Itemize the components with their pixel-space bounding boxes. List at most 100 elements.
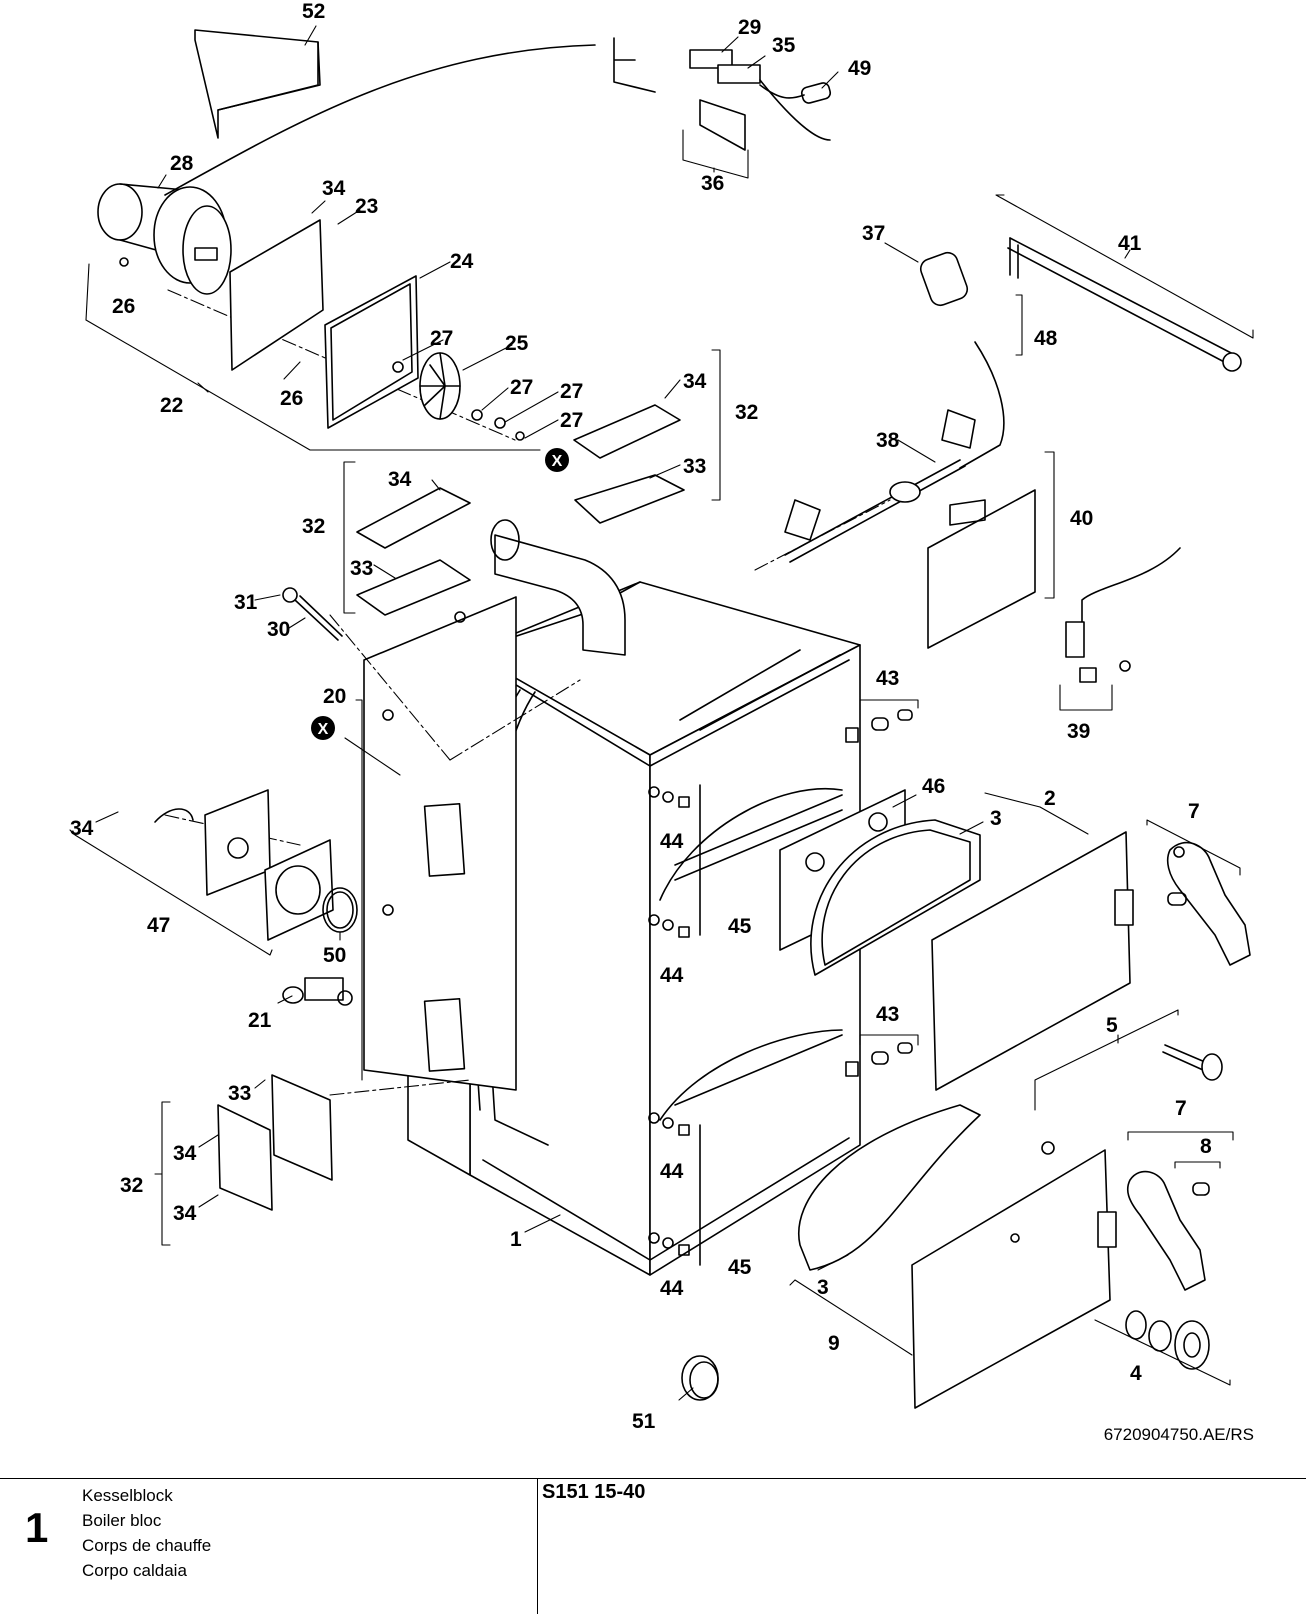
callout-22: 22 <box>160 394 183 417</box>
part-25-fan <box>392 352 525 441</box>
title-list: Kesselblock Boiler bloc Corps de chauffe… <box>82 1483 211 1583</box>
callout-44: 44 <box>660 1277 684 1300</box>
callout-52: 52 <box>302 0 325 23</box>
callout-32: 32 <box>302 515 325 538</box>
callout-34: 34 <box>173 1202 197 1225</box>
part-24-gasket <box>324 275 419 429</box>
part-52-cover <box>194 29 321 139</box>
callout-30: 30 <box>267 618 290 641</box>
callout-44: 44 <box>660 830 684 853</box>
x-markers: X X <box>311 448 569 740</box>
callout-34: 34 <box>173 1142 197 1165</box>
callout-46: 46 <box>922 775 945 798</box>
part-21-fitting <box>282 977 353 1006</box>
callout-7: 7 <box>1175 1097 1187 1120</box>
title-de: Kesselblock <box>82 1486 173 1505</box>
part-26-nut <box>119 257 129 267</box>
callout-20: 20 <box>323 685 346 708</box>
part-28-motor <box>97 183 232 295</box>
callout-43: 43 <box>876 1003 899 1026</box>
callout-41: 41 <box>1118 232 1142 255</box>
callout-34: 34 <box>683 370 707 393</box>
part-2-upper-door <box>931 831 1134 1091</box>
part-47-burner-plate <box>154 789 334 941</box>
callout-1: 1 <box>510 1228 522 1251</box>
callout-38: 38 <box>876 429 900 452</box>
callout-31: 31 <box>234 591 258 614</box>
callout-34: 34 <box>388 468 412 491</box>
boiler-body <box>363 519 861 1276</box>
callout-37: 37 <box>862 222 885 245</box>
part-49-ferrite <box>759 82 832 104</box>
exploded-parts-diagram: X X 52 29 35 49 36 28 34 23 24 26 27 25 … <box>69 0 1254 1433</box>
part-30-sensor <box>282 587 343 641</box>
callout-44: 44 <box>660 1160 684 1183</box>
part-29-terminal <box>613 37 831 151</box>
part-23-plate <box>229 219 324 371</box>
part-4-viewport <box>1125 1310 1210 1370</box>
leader-lines <box>69 25 1254 1401</box>
callout-8: 8 <box>1200 1135 1212 1158</box>
callout-36: 36 <box>701 172 724 195</box>
callout-5: 5 <box>1106 1014 1118 1037</box>
callout-47: 47 <box>147 914 170 937</box>
callout-32: 32 <box>120 1174 143 1197</box>
callout-44: 44 <box>660 964 684 987</box>
part-9-lower-door <box>911 1149 1117 1409</box>
model-number: S151 15-40 <box>542 1481 646 1503</box>
callout-35: 35 <box>772 34 796 57</box>
inspection-plates-upper <box>356 404 685 616</box>
callout-27: 27 <box>510 376 533 399</box>
x-marker-label: X <box>318 721 329 738</box>
callout-33: 33 <box>350 557 373 580</box>
callout-26: 26 <box>280 387 303 410</box>
callout-48: 48 <box>1034 327 1058 350</box>
part-3-gasket-upper <box>810 819 981 976</box>
callout-24: 24 <box>450 250 474 273</box>
part-39-switch <box>1065 547 1181 683</box>
callout-39: 39 <box>1067 720 1090 743</box>
callout-25: 25 <box>505 332 529 355</box>
callout-27: 27 <box>430 327 453 350</box>
document-number: 6720904750.AE/RS <box>1103 1425 1254 1444</box>
callout-9: 9 <box>828 1332 840 1355</box>
callout-3: 3 <box>990 807 1002 830</box>
callout-49: 49 <box>848 57 871 80</box>
callout-33: 33 <box>683 455 706 478</box>
callout-27: 27 <box>560 409 583 432</box>
part-44-45-fasteners <box>648 784 701 1266</box>
part-43-pins <box>871 709 913 1065</box>
title-block: 1 Kesselblock Boiler bloc Corps de chauf… <box>0 1478 1306 1614</box>
part-7-handle-lower <box>1126 1170 1210 1291</box>
callout-4: 4 <box>1130 1362 1142 1385</box>
callout-33: 33 <box>228 1082 251 1105</box>
callout-34: 34 <box>70 817 94 840</box>
callout-43: 43 <box>876 667 899 690</box>
part-3-gasket-lower <box>798 1104 981 1271</box>
callout-50: 50 <box>323 944 346 967</box>
sheet-number: 1 <box>25 1504 49 1551</box>
callout-23: 23 <box>355 195 378 218</box>
callout-3: 3 <box>817 1276 829 1299</box>
callout-45: 45 <box>728 1256 752 1279</box>
callout-32: 32 <box>735 401 758 424</box>
title-fr: Corps de chauffe <box>82 1536 212 1555</box>
title-it: Corpo caldaia <box>82 1561 187 1580</box>
callout-21: 21 <box>248 1009 272 1032</box>
cable-28 <box>164 44 596 196</box>
x-marker-label: X <box>552 453 563 470</box>
callout-2: 2 <box>1044 787 1056 810</box>
part-38-shaft <box>784 341 1005 563</box>
callout-26: 26 <box>112 295 135 318</box>
callout-29: 29 <box>738 16 761 39</box>
inspection-plates-lower <box>217 1074 333 1211</box>
callout-45: 45 <box>728 915 752 938</box>
callout-40: 40 <box>1070 507 1093 530</box>
callout-51: 51 <box>632 1410 656 1433</box>
part-37-weight <box>919 251 969 307</box>
part-7-handle-upper <box>1166 841 1251 966</box>
callout-34: 34 <box>322 177 346 200</box>
part-40-plate <box>927 489 1036 649</box>
callout-28: 28 <box>170 152 194 175</box>
title-divider <box>537 1479 538 1614</box>
